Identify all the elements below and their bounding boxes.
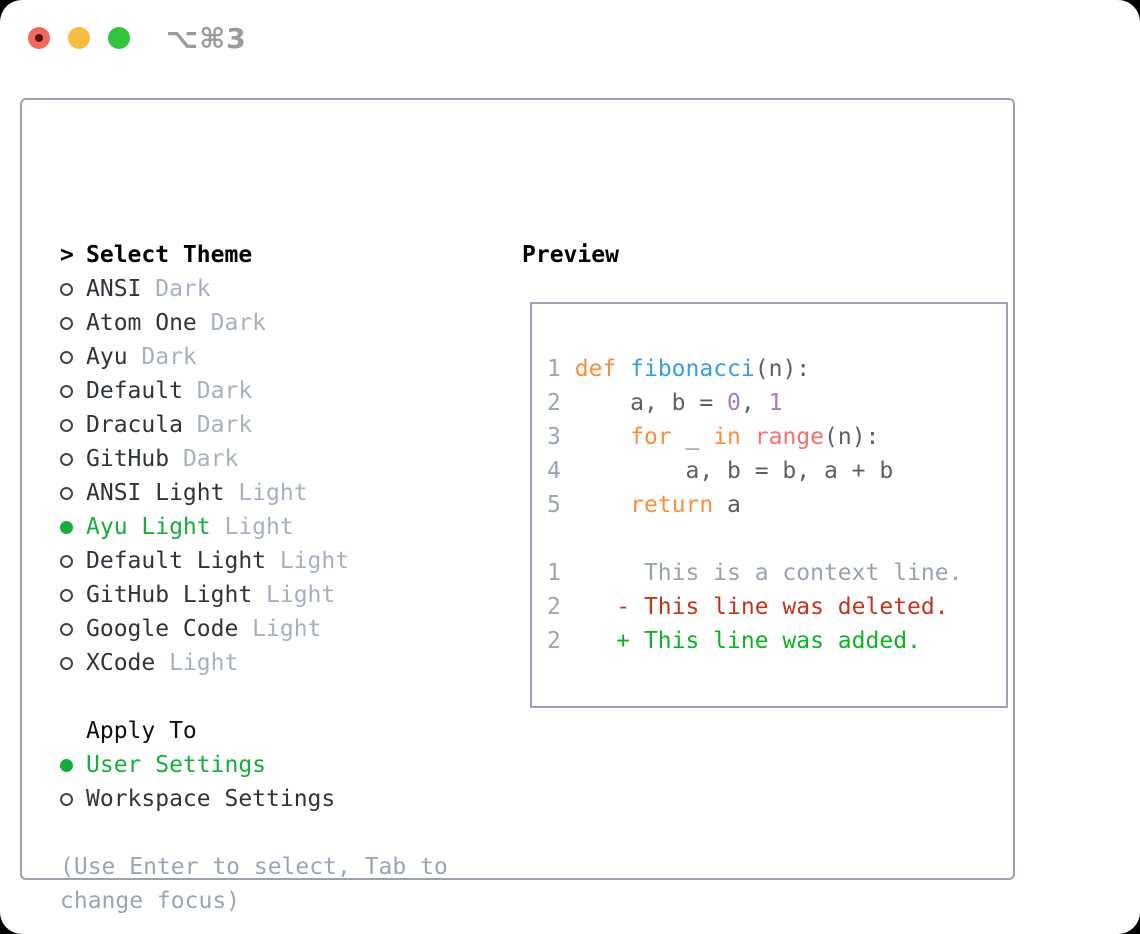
option-label: Workspace Settings [86,786,336,812]
close-button[interactable] [28,27,50,49]
help-text-line2: change focus) [60,888,241,914]
theme-option-ansi[interactable]: ANSI Dark [60,272,448,306]
option-label: GitHub Light [86,582,253,608]
theme-option-ansi-light[interactable]: ANSI Light Light [60,476,448,510]
spacer-row [60,816,448,850]
option-label: GitHub [86,446,170,472]
option-variant-label: Dark [141,344,197,370]
theme-option-github-light[interactable]: GitHub Light Light [60,578,448,612]
theme-option-google-code[interactable]: Google Code Light [60,612,448,646]
apply-option-user-settings[interactable]: User Settings [60,748,448,782]
option-variant-label: Light [266,582,336,608]
theme-option-ayu[interactable]: Ayu Dark [60,340,448,374]
minimize-button[interactable] [68,27,90,49]
radio-icon [60,452,73,466]
select-theme-label: Select Theme [86,242,253,268]
radio-selected-icon [60,520,73,534]
radio-icon [60,486,73,500]
option-label: ANSI Light [86,480,225,506]
radio-icon [60,792,73,806]
option-variant-label: Dark [182,446,239,472]
selection-caret-icon: > [60,242,74,268]
radio-icon [60,316,73,330]
theme-option-atom-one[interactable]: Atom One Dark [60,306,448,340]
option-label: Ayu [86,344,128,370]
option-variant-label: Light [238,480,308,506]
radio-icon [60,656,73,670]
theme-option-default[interactable]: Default Dark [60,374,448,408]
option-variant-label: Dark [155,276,211,302]
radio-icon [60,384,73,398]
apply-option-workspace-settings[interactable]: Workspace Settings [60,782,448,816]
option-label: Default Light [86,548,267,574]
select-theme-header: > Select Theme [60,238,448,272]
option-label: Google Code [86,616,239,642]
radio-icon [60,588,73,602]
radio-icon [60,282,73,296]
option-label: Ayu Light [86,514,211,540]
theme-option-ayu-light[interactable]: Ayu Light Light [60,510,448,544]
option-label: User Settings [86,752,267,778]
spacer-row [60,680,448,714]
radio-icon [60,554,73,568]
close-dot-icon [35,34,43,42]
preview-box: 1 def fibonacci(n): 2 a, b = 0, 1 3 for … [530,302,1008,708]
option-variant-label: Dark [196,412,253,438]
option-variant-label: Dark [196,378,253,404]
radio-selected-icon [60,758,73,772]
option-label: ANSI [86,276,142,302]
theme-option-default-light[interactable]: Default Light Light [60,544,448,578]
option-label: Atom One [86,310,197,336]
window-title: ⌥⌘3 [166,22,247,55]
option-variant-label: Dark [210,310,267,336]
option-variant-label: Light [169,650,239,676]
option-label: Dracula [86,412,183,438]
apply-to-header: Apply To [60,714,448,748]
preview-title: Preview [522,242,619,268]
radio-icon [60,622,73,636]
option-label: XCode [86,650,156,676]
theme-option-github[interactable]: GitHub Dark [60,442,448,476]
option-label: Default [86,378,183,404]
help-text-line1: (Use Enter to select, Tab to [60,854,448,880]
option-variant-label: Light [279,548,350,574]
apply-to-label: Apply To [86,718,197,744]
radio-icon [60,350,73,364]
theme-option-xcode[interactable]: XCode Light [60,646,448,680]
code-preview: 1 def fibonacci(n): 2 a, b = 0, 1 3 for … [547,356,963,654]
option-variant-label: Light [252,616,322,642]
theme-option-dracula[interactable]: Dracula Dark [60,408,448,442]
option-variant-label: Light [224,514,294,540]
radio-icon [60,418,73,432]
zoom-button[interactable] [108,27,130,49]
